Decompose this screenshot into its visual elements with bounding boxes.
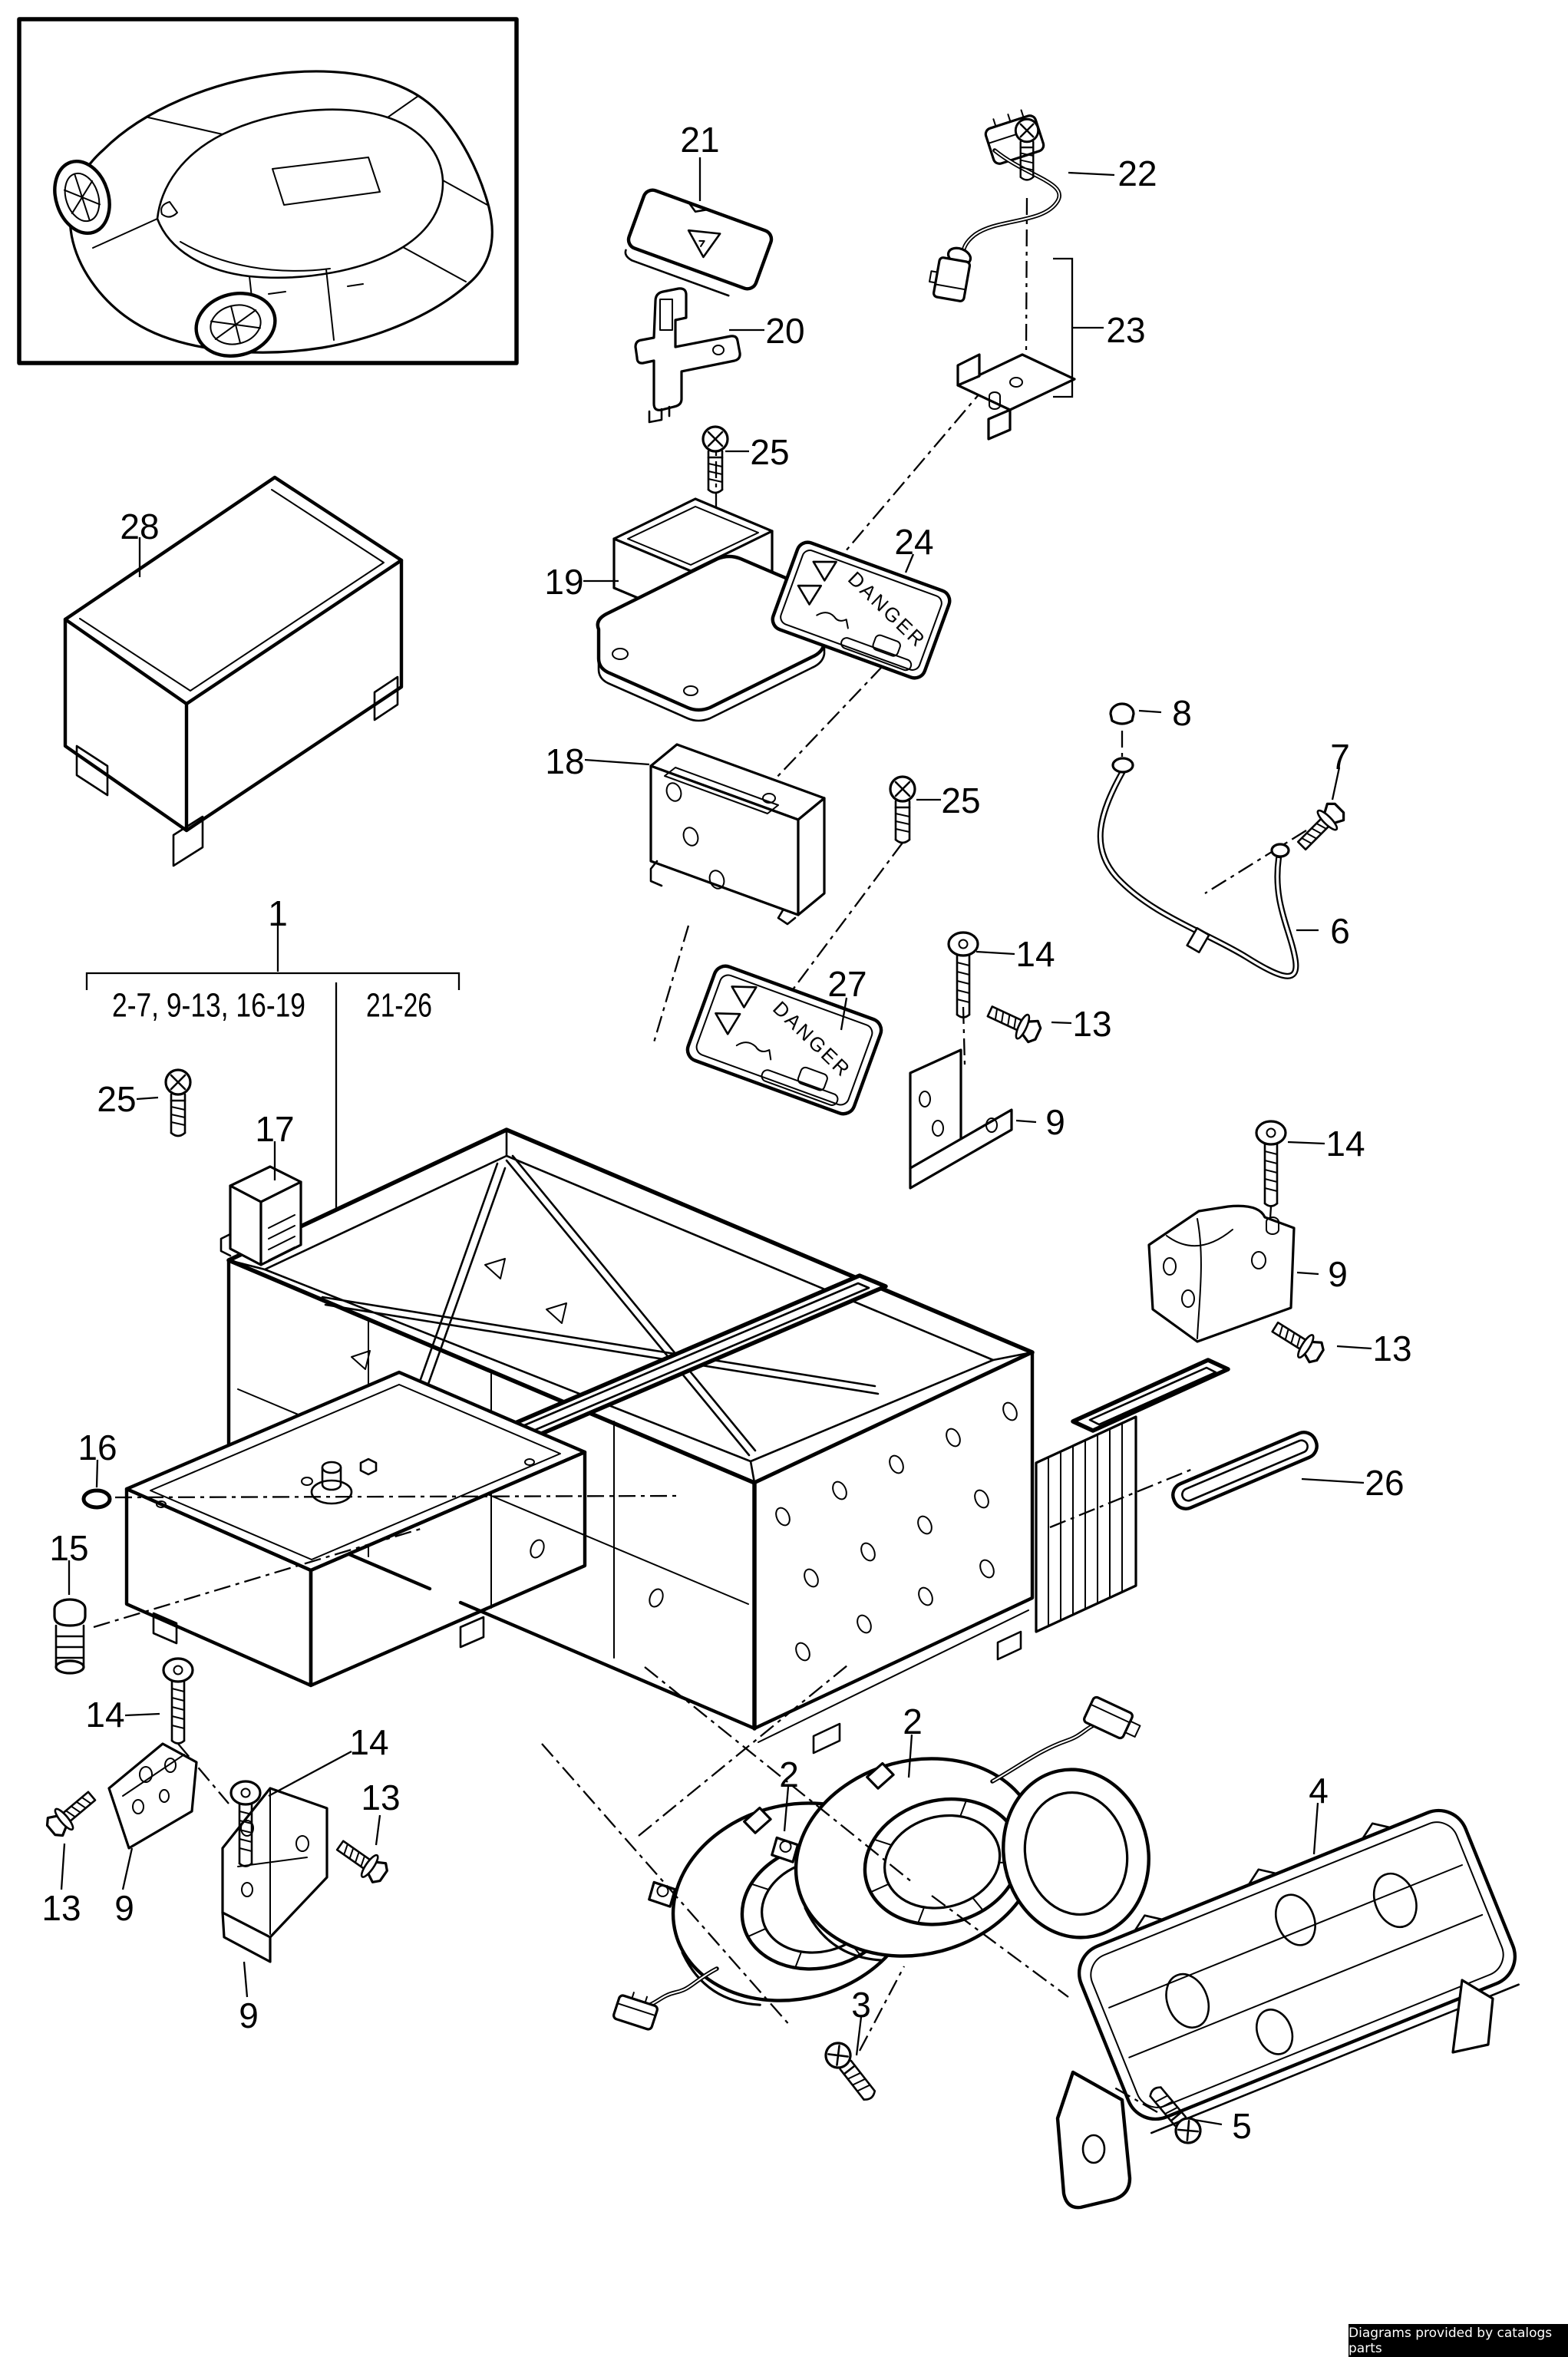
part-14-screw-a	[947, 931, 979, 1019]
part-callout-27: 27	[827, 964, 867, 1004]
part-callout-13: 13	[41, 1888, 81, 1928]
part-callout-16: 16	[78, 1428, 117, 1467]
part-6-ground-strap	[1097, 757, 1299, 979]
part-17-relay-cover	[220, 1165, 302, 1266]
part-13-bolt-d	[331, 1833, 393, 1888]
part-callout-25: 25	[97, 1079, 136, 1119]
part-callout-9: 9	[1045, 1102, 1065, 1142]
part-13-bolt-c	[41, 1784, 102, 1842]
part-9-bracket-d	[221, 1787, 328, 1963]
part-25-screw-c	[164, 1068, 192, 1137]
part-22-sensor-cable	[929, 109, 1061, 302]
part-25-screw-a	[701, 425, 729, 494]
part-callout-13: 13	[1072, 1004, 1111, 1044]
part-callout-1: 1	[268, 893, 288, 933]
part-callout-14: 14	[349, 1722, 388, 1762]
part-15-rubber-buffer	[53, 1598, 87, 1675]
group-range-right: 21-26	[366, 987, 432, 1025]
part-8-cap-nut	[1109, 702, 1135, 725]
part-20-holder	[634, 287, 741, 424]
part-7-bolt	[1291, 797, 1350, 857]
part-callout-19: 19	[544, 562, 583, 602]
part-callout-9: 9	[239, 1996, 259, 2035]
callout-layer: 2122232025192418258762812517271413914913…	[41, 120, 1411, 2146]
part-23-bracket-with-screw	[956, 117, 1076, 441]
part-callout-14: 14	[85, 1695, 124, 1735]
part-callout-14: 14	[1325, 1124, 1365, 1164]
part-28-cover-box	[63, 475, 404, 867]
part-14-screw-c	[162, 1657, 194, 1745]
part-9-bracket-b	[1147, 1204, 1296, 1343]
blower-right-connector	[1083, 1695, 1141, 1740]
part-21-warning-plate	[624, 188, 774, 297]
car-rear-wheel	[194, 292, 277, 358]
part-27-danger-label: DANGER	[685, 964, 883, 1116]
part-24-danger-label: DANGER	[771, 540, 952, 680]
part-14-screw-b	[1255, 1120, 1287, 1208]
cover-blower-ring	[1002, 1768, 1150, 1939]
leader-lines	[60, 157, 1372, 2126]
part-callout-15: 15	[49, 1528, 88, 1568]
part-16-o-ring	[81, 1488, 112, 1510]
part-callout-18: 18	[545, 741, 584, 781]
part-callout-8: 8	[1172, 693, 1192, 733]
part-3-screw	[819, 2036, 883, 2107]
part-callout-3: 3	[851, 1985, 871, 2025]
part-callout-26: 26	[1365, 1463, 1404, 1503]
part-callout-5: 5	[1232, 2106, 1252, 2146]
part-callout-25: 25	[941, 781, 980, 820]
part-26-seal-frame	[1171, 1431, 1319, 1510]
part-callout-28: 28	[120, 507, 159, 546]
part-9-bracket-a	[909, 1048, 1013, 1190]
blower-left-connector	[612, 1992, 659, 2031]
part-callout-14: 14	[1015, 934, 1055, 974]
part-25-screw-b	[889, 775, 916, 844]
group-bracket: 2-7, 9-13, 16-19 21-26	[85, 925, 460, 1210]
part-13-bolt-a	[983, 998, 1045, 1047]
part-callout-6: 6	[1330, 911, 1350, 951]
vehicle-inset	[17, 17, 519, 365]
part-callout-2: 2	[779, 1755, 799, 1794]
part-callout-7: 7	[1330, 737, 1350, 777]
part-19-mount-housing	[596, 497, 830, 722]
part-callout-9: 9	[1328, 1254, 1348, 1294]
part-callout-13: 13	[1372, 1329, 1411, 1368]
part-callout-23: 23	[1106, 310, 1145, 350]
watermark-text: Diagrams provided by catalogs parts	[1348, 2325, 1553, 2356]
battery-assembly-art	[124, 1127, 1230, 1755]
part-4-cover	[1055, 1808, 1520, 2210]
part-callout-24: 24	[894, 522, 933, 562]
part-callout-17: 17	[255, 1109, 294, 1149]
part-callout-22: 22	[1117, 154, 1157, 193]
group-range-left: 2-7, 9-13, 16-19	[112, 987, 305, 1025]
part-9-bracket-c	[107, 1742, 198, 1850]
car-front-wheel	[53, 159, 111, 236]
part-callout-4: 4	[1309, 1771, 1329, 1811]
part-13-bolt-b	[1266, 1315, 1329, 1368]
part-callout-21: 21	[680, 120, 719, 160]
part-callout-20: 20	[765, 311, 804, 351]
part-callout-9: 9	[114, 1888, 134, 1928]
part-callout-25: 25	[750, 432, 789, 472]
part-18-control-module	[649, 743, 826, 926]
car-sunroof	[272, 157, 381, 206]
part-callout-13: 13	[361, 1778, 400, 1817]
part-callout-2: 2	[903, 1702, 923, 1741]
car-body-outline	[68, 70, 494, 354]
watermark-badge: Diagrams provided by catalogs parts	[1348, 2324, 1568, 2357]
